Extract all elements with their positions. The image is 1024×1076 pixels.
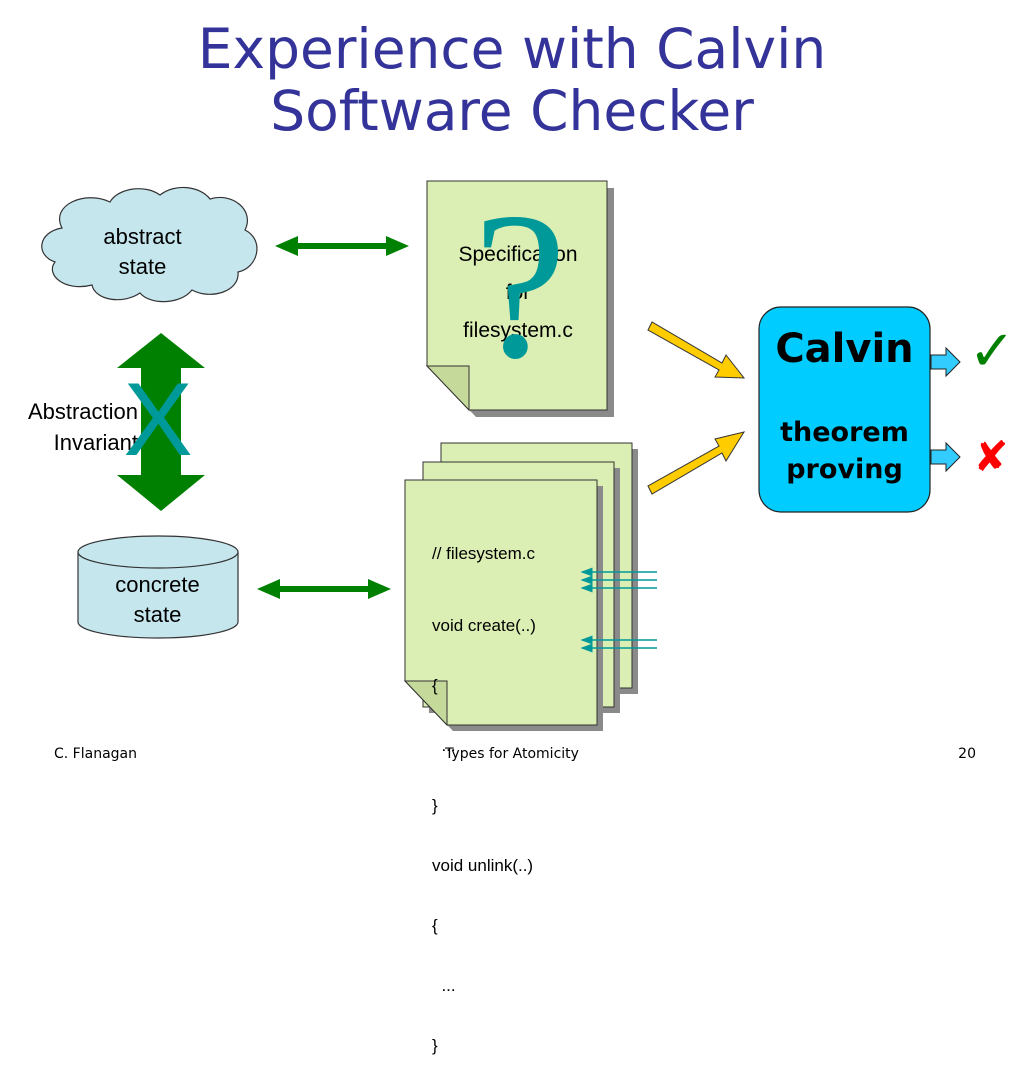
code-line: }	[432, 796, 438, 815]
question-mark: ?	[473, 170, 567, 402]
footer-page-number: 20	[958, 746, 976, 762]
footer-talk: Types for Atomicity	[445, 746, 579, 762]
code-line: ...	[432, 976, 456, 995]
slide-title: Experience with Calvin Software Checker	[0, 18, 1024, 142]
code-line: void unlink(..)	[432, 856, 534, 875]
title-line-2: Software Checker	[270, 79, 754, 143]
x-mark: X	[123, 362, 193, 478]
code-to-calvin-arrow	[647, 431, 746, 495]
code-line: void create(..)	[432, 616, 536, 635]
diagram-canvas	[41, 180, 961, 731]
abstract-spec-arrow	[275, 236, 409, 256]
calvin-name: Calvin	[775, 326, 914, 372]
spec-to-calvin-arrow	[647, 321, 746, 379]
abstract-state-cloud	[41, 186, 258, 303]
abstraction-invariant-label: Abstraction Invariant	[27, 399, 138, 455]
spec-page	[425, 180, 614, 417]
concrete-state-label: concrete state	[115, 572, 200, 627]
calvin-desc: theorem proving	[780, 417, 909, 485]
code-listing: // filesystem.c void create(..) { ... } …	[432, 504, 536, 1076]
abstraction-invariant-arrow	[117, 333, 205, 511]
spec-label: Specification for filesystem.c	[458, 243, 578, 342]
footer-author: C. Flanagan	[54, 746, 137, 762]
code-line: {	[432, 676, 438, 695]
cross-icon: ✘	[973, 432, 1009, 481]
abstract-state-label: abstract state	[103, 224, 182, 279]
check-icon: ✓	[968, 319, 1016, 384]
concrete-state-cylinder	[77, 535, 239, 639]
code-line: {	[432, 916, 438, 935]
calvin-box	[758, 306, 931, 513]
calvin-output-arrows	[930, 346, 961, 473]
title-line-1: Experience with Calvin	[197, 17, 827, 81]
code-annotation-arrows	[580, 567, 657, 653]
code-line: }	[432, 1036, 438, 1055]
code-line: // filesystem.c	[432, 544, 535, 563]
concrete-code-arrow	[257, 579, 391, 599]
code-line: ...	[432, 736, 456, 755]
